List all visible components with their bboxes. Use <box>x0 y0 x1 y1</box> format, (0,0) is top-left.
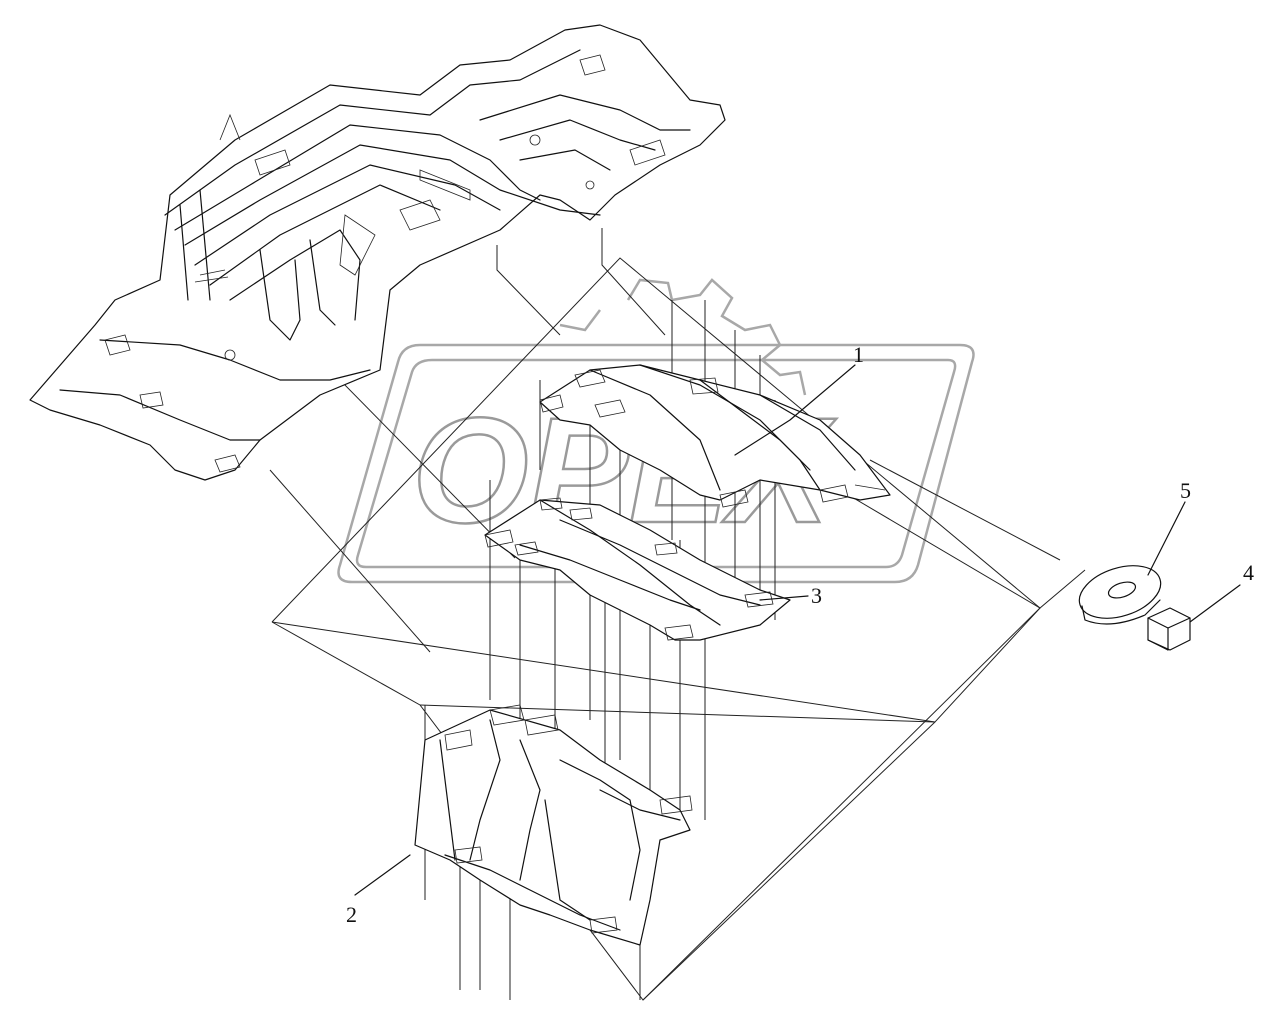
front-insulation-mat <box>484 497 791 641</box>
callout-label-2: 2 <box>346 902 357 927</box>
floor-pan-assembly <box>29 24 726 481</box>
callout-2: 2 <box>346 854 411 927</box>
tunnel-insulation-part <box>414 704 693 946</box>
callout-5: 5 <box>1147 478 1191 576</box>
rear-insulation-mat <box>539 364 891 508</box>
callout-1: 1 <box>734 342 864 456</box>
callout-label-1: 1 <box>853 342 864 367</box>
gear-outline <box>559 278 807 396</box>
callout-label-4: 4 <box>1243 560 1254 585</box>
hex-nut <box>1147 607 1191 651</box>
callout-label-3: 3 <box>811 583 822 608</box>
frame-inner <box>355 358 957 569</box>
plain-washer <box>1078 565 1162 625</box>
frame-outer <box>337 343 975 584</box>
callout-4: 4 <box>1189 560 1254 623</box>
callout-label-5: 5 <box>1180 478 1191 503</box>
assembly-guide-lines <box>269 228 1086 1001</box>
callout-3: 3 <box>759 583 822 608</box>
